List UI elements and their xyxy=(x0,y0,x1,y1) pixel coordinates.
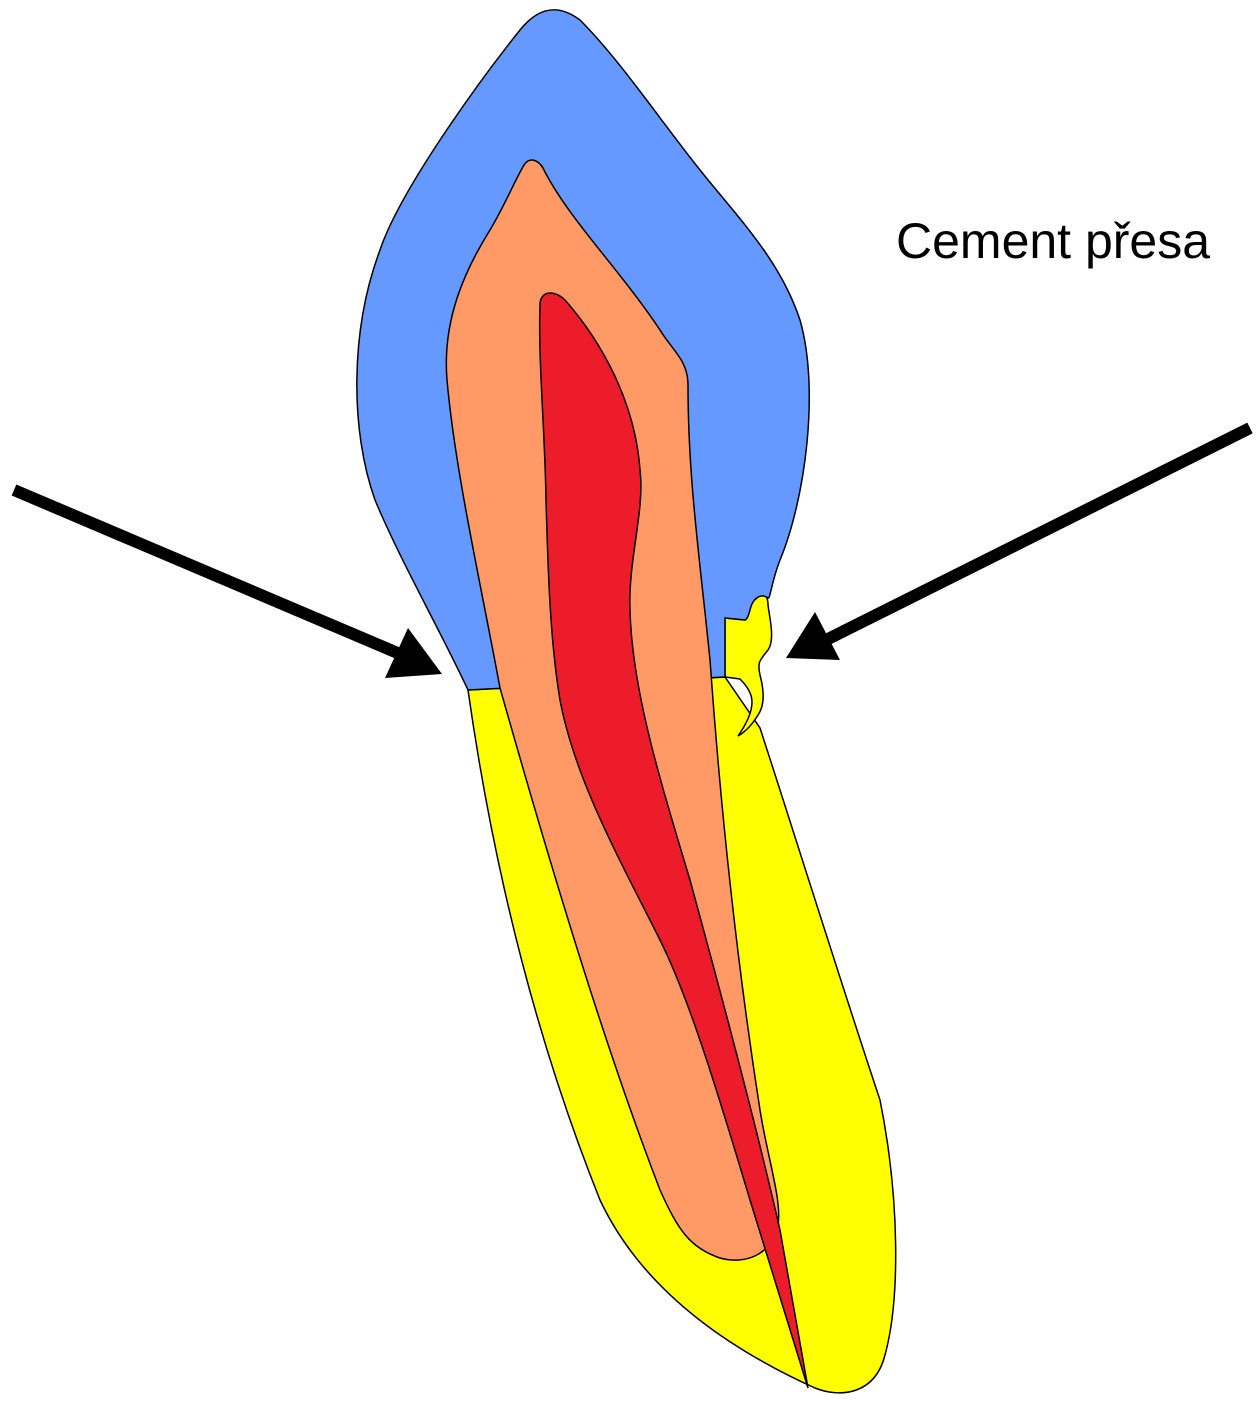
right-arrow xyxy=(786,428,1250,660)
left-arrow xyxy=(14,490,442,678)
cementum-label: Cement přesa xyxy=(896,206,1210,276)
